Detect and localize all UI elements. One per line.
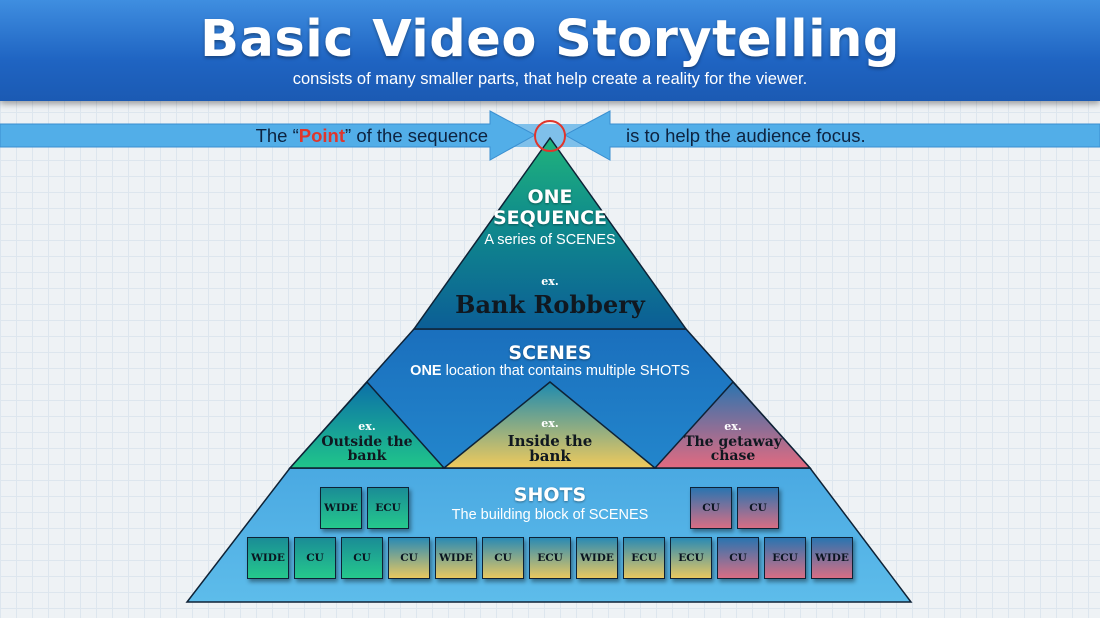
scene-inside-prefix: ex. xyxy=(541,417,559,430)
shot-box-upper-right: CU xyxy=(737,487,779,529)
page-subtitle: consists of many smaller parts, that hel… xyxy=(292,70,808,88)
page-title: Basic Video Storytelling xyxy=(200,10,900,69)
shots-description: The building block of SCENES xyxy=(451,507,649,523)
scene-triangle-outside xyxy=(288,380,446,469)
scene-getaway-prefix: ex. xyxy=(724,420,742,433)
shot-box-bottom: WIDE xyxy=(435,537,477,579)
shot-box-bottom: WIDE xyxy=(811,537,853,579)
shot-box-bottom: CU xyxy=(717,537,759,579)
header-banner: Basic Video Storytelling consists of man… xyxy=(0,0,1100,101)
scenes-description: ONE location that contains multiple SHOT… xyxy=(410,363,690,379)
shot-box-upper-left: ECU xyxy=(367,487,409,529)
point-caption-left: The “Point” of the sequence xyxy=(255,125,488,146)
sequence-example: Bank Robbery xyxy=(455,290,645,319)
shot-box-upper-right: CU xyxy=(690,487,732,529)
shot-box-bottom: ECU xyxy=(623,537,665,579)
shot-box-bottom: WIDE xyxy=(247,537,289,579)
point-circle xyxy=(534,120,566,152)
shot-box-bottom: CU xyxy=(341,537,383,579)
shot-box-bottom: CU xyxy=(388,537,430,579)
sequence-description: A series of SCENES xyxy=(484,232,616,248)
scene-triangle-inside xyxy=(441,381,658,469)
shot-box-bottom: ECU xyxy=(529,537,571,579)
point-highlight: Point xyxy=(298,125,346,146)
shots-heading: SHOTS xyxy=(513,484,587,506)
scene-triangle-getaway xyxy=(653,380,812,469)
shot-box-bottom: CU xyxy=(482,537,524,579)
left-arrow-shape xyxy=(0,110,537,161)
sequence-level-shape xyxy=(412,136,688,330)
scene-outside-prefix: ex. xyxy=(358,420,376,433)
right-arrow-shape xyxy=(563,110,1100,161)
shot-box-bottom: WIDE xyxy=(576,537,618,579)
shot-box-bottom: CU xyxy=(294,537,336,579)
scenes-heading: SCENES xyxy=(508,342,592,364)
shot-box-upper-left: WIDE xyxy=(320,487,362,529)
sequence-example-prefix: ex. xyxy=(541,275,559,288)
sequence-heading: ONE SEQUENCE xyxy=(492,186,608,229)
shot-box-bottom: ECU xyxy=(670,537,712,579)
point-caption-right: is to help the audience focus. xyxy=(626,125,866,146)
shot-box-bottom: ECU xyxy=(764,537,806,579)
